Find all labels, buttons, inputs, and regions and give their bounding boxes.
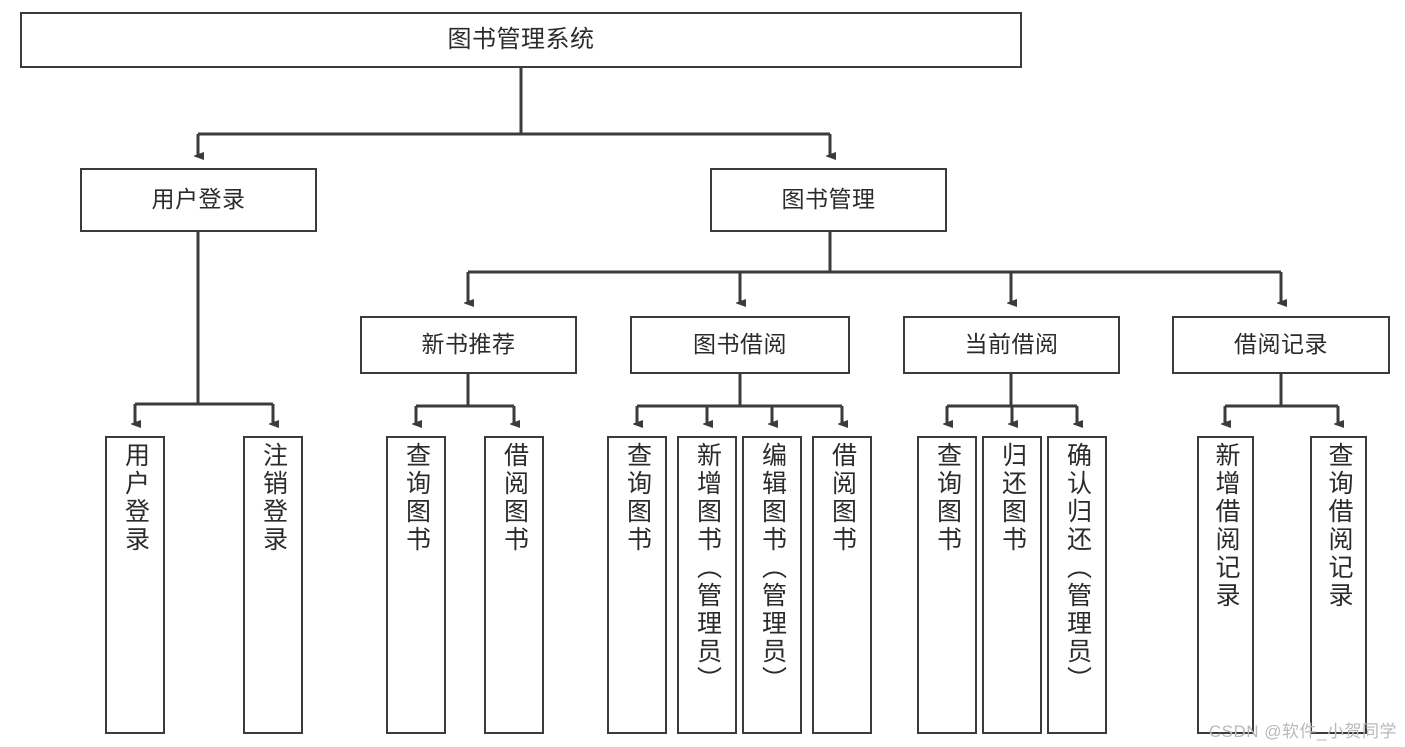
node-label: 归还图书	[998, 442, 1027, 554]
node-leaf-edit-book[interactable]: 编辑图书（管理员）	[742, 436, 802, 734]
node-leaf-add-book[interactable]: 新增图书（管理员）	[677, 436, 737, 734]
node-leaf-query-book-3[interactable]: 查询图书	[917, 436, 977, 734]
node-label: 当前借阅	[964, 331, 1059, 358]
node-label: 新增借阅记录	[1212, 442, 1240, 610]
node-leaf-borrow-book-2[interactable]: 借阅图书	[812, 436, 872, 734]
node-user-login[interactable]: 用户登录	[80, 168, 317, 232]
node-label: 编辑图书（管理员）	[758, 442, 787, 694]
node-label: 新增图书（管理员）	[693, 442, 722, 694]
node-leaf-query-book-1[interactable]: 查询图书	[386, 436, 446, 734]
node-label: 图书管理	[781, 186, 876, 213]
node-leaf-add-record[interactable]: 新增借阅记录	[1197, 436, 1254, 734]
node-leaf-return-book[interactable]: 归还图书	[982, 436, 1042, 734]
node-new-book-rec[interactable]: 新书推荐	[360, 316, 577, 374]
node-label: 图书管理系统	[447, 25, 595, 53]
node-label: 借阅图书	[500, 442, 529, 554]
node-book-borrow[interactable]: 图书借阅	[630, 316, 850, 374]
node-label: 查询图书	[933, 442, 962, 554]
node-leaf-user-login[interactable]: 用户登录	[105, 436, 165, 734]
node-leaf-borrow-book-1[interactable]: 借阅图书	[484, 436, 544, 734]
node-label: 用户登录	[151, 186, 246, 213]
node-book-manage[interactable]: 图书管理	[710, 168, 947, 232]
node-label: 查询借阅记录	[1325, 442, 1353, 610]
node-leaf-query-book-2[interactable]: 查询图书	[607, 436, 667, 734]
node-leaf-confirm-return[interactable]: 确认归还（管理员）	[1047, 436, 1107, 734]
node-label: 确认归还（管理员）	[1063, 442, 1092, 694]
node-leaf-query-record[interactable]: 查询借阅记录	[1310, 436, 1367, 734]
node-label: 借阅图书	[828, 442, 857, 554]
node-label: 用户登录	[121, 442, 150, 554]
node-current-borrow[interactable]: 当前借阅	[903, 316, 1120, 374]
node-label: 注销登录	[259, 442, 288, 554]
node-borrow-record[interactable]: 借阅记录	[1172, 316, 1390, 374]
node-label: 新书推荐	[421, 331, 516, 358]
node-leaf-logout[interactable]: 注销登录	[243, 436, 303, 734]
node-label: 借阅记录	[1234, 331, 1328, 358]
node-label: 查询图书	[623, 442, 652, 554]
node-label: 图书借阅	[693, 331, 787, 358]
node-label: 查询图书	[402, 442, 431, 554]
node-root[interactable]: 图书管理系统	[20, 12, 1022, 68]
csdn-watermark: CSDN @软件_小贺同学	[1208, 722, 1397, 741]
